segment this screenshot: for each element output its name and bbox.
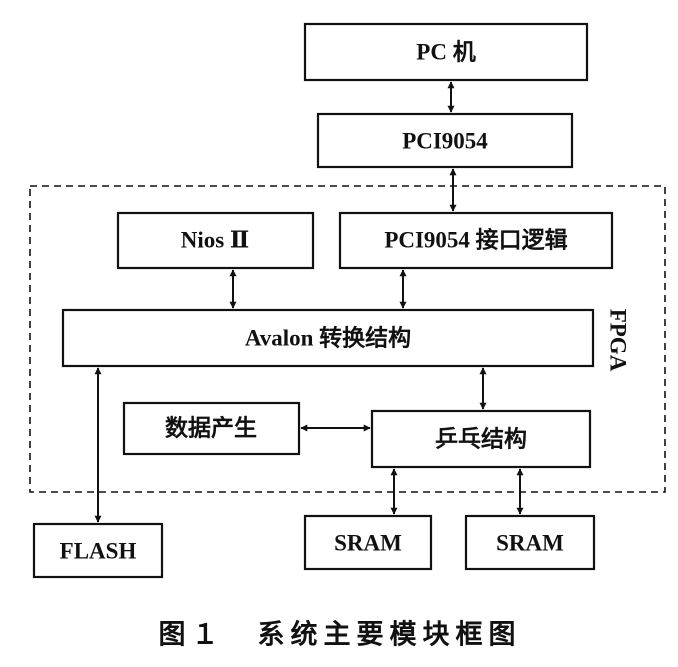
- avalon-block: [61, 308, 595, 368]
- fpga-label: FPGA: [606, 309, 631, 372]
- pci-interface-logic-block: [338, 211, 614, 270]
- data-gen-block: [122, 401, 301, 456]
- nios-block: [116, 211, 315, 270]
- flash-block: [32, 522, 164, 579]
- pc-label: PC 机: [416, 40, 475, 65]
- sram-left-block: [303, 514, 433, 571]
- pci-interface-logic-label: PCI9054 接口逻辑: [384, 227, 567, 253]
- sram-right-label: SRAM: [496, 531, 564, 556]
- fpga-boundary: [29, 185, 666, 493]
- flash-label: FLASH: [60, 539, 137, 564]
- pc-block: [303, 22, 589, 82]
- sram-left-label: SRAM: [334, 531, 402, 556]
- pci9054-label: PCI9054: [402, 129, 488, 154]
- pci9054-block: [316, 112, 574, 169]
- pingpong-label: 乒乓结构: [435, 426, 527, 452]
- avalon-label: Avalon 转换结构: [245, 325, 411, 351]
- nios-label: Nios Ⅱ: [181, 228, 250, 253]
- pingpong-block: [370, 409, 592, 469]
- sram-right-block: [464, 514, 596, 571]
- data-gen-label: 数据产生: [165, 415, 257, 441]
- figure-caption: 图１ 系统主要模块框图: [159, 619, 522, 651]
